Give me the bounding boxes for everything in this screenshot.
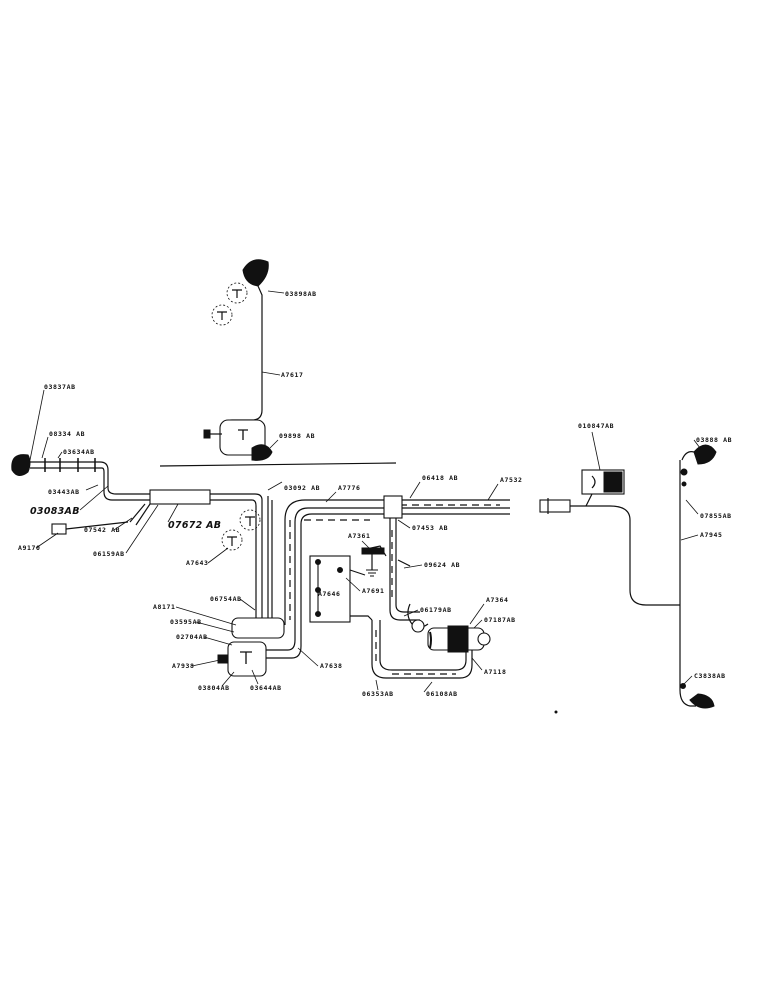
detail-circle [239,509,261,531]
label-part-a7691: A7691 [362,587,385,595]
switch-a7361 [361,547,385,555]
label-part-a7118: A7118 [484,668,507,676]
label-part-03888: 03888 AB [696,436,732,444]
mid-lamp-icon [251,444,273,461]
label-part-a7776: A7776 [338,484,361,492]
label-part-03804: 03804AB [198,684,230,692]
left-connector [149,489,211,505]
label-part-06353: 06353AB [362,690,394,698]
generator-body [447,625,469,653]
label-part-07542: 07542 AB [84,526,120,534]
right-connector [539,499,571,513]
left-headlamp-harness [11,454,263,535]
label-part-a8171: A8171 [153,603,176,611]
label-part-a7646: A7646 [318,590,341,598]
label-part-06418: 06418 AB [422,474,458,482]
detail-circle [211,304,233,326]
label-part-07672: 07672 AB [168,520,221,531]
label-part-c3838: C3838AB [694,672,726,680]
label-part-03083: 03083AB [30,506,80,517]
top-lamp-assembly [203,259,273,461]
plug-a9170 [51,523,67,535]
label-part-a7364: A7364 [486,596,509,604]
label-part-06754: 06754AB [210,595,242,603]
lower-switch-block [231,617,285,639]
label-part-a7361: A7361 [348,532,371,540]
label-part-06159: 06159AB [93,550,125,558]
battery-harness [309,495,510,679]
right-lower-lamp-icon [689,693,715,709]
detail-circle [221,529,243,551]
right-upper-lamp-icon [693,444,717,465]
label-harness-top: A7617 [281,371,304,379]
label-part-03092: 03092 AB [284,484,320,492]
detail-circle [226,282,248,304]
right-harness [539,444,717,709]
label-part-06179: 06179AB [420,606,452,614]
label-lamp-left: 03837AB [44,383,76,391]
label-part-a7643: A7643 [186,559,209,567]
label-part-a7945: A7945 [700,531,723,539]
label-part-08334: 08334 AB [49,430,85,438]
label-part-07453: 07453 AB [412,524,448,532]
label-part-06108: 06108AB [426,690,458,698]
left-headlamp-icon [11,454,31,476]
label-part-03443: 03443AB [48,488,80,496]
label-part-03634: 03634AB [63,448,95,456]
label-part-a9170: A9170 [18,544,41,552]
label-part-07187: 07187AB [484,616,516,624]
label-part-a7532: A7532 [500,476,523,484]
label-lamp-mid: 09898 AB [279,432,315,440]
label-part-010847: 010847AB [578,422,614,430]
label-part-03644: 03644AB [250,684,282,692]
lower-switch-housing [227,641,267,677]
top-lamp-icon [242,259,269,287]
label-part-a7638: A7638 [320,662,343,670]
separator-line [159,462,397,467]
center-harness [217,496,380,677]
harness-clamp [383,495,403,519]
label-part-a7938: A7938 [172,662,195,670]
label-part-02704: 02704AB [176,633,208,641]
label-lamp-top: 03898AB [285,290,317,298]
label-part-03595: 03595AB [170,618,202,626]
label-part-07855: 07855AB [700,512,732,520]
label-part-09624: 09624 AB [424,561,460,569]
